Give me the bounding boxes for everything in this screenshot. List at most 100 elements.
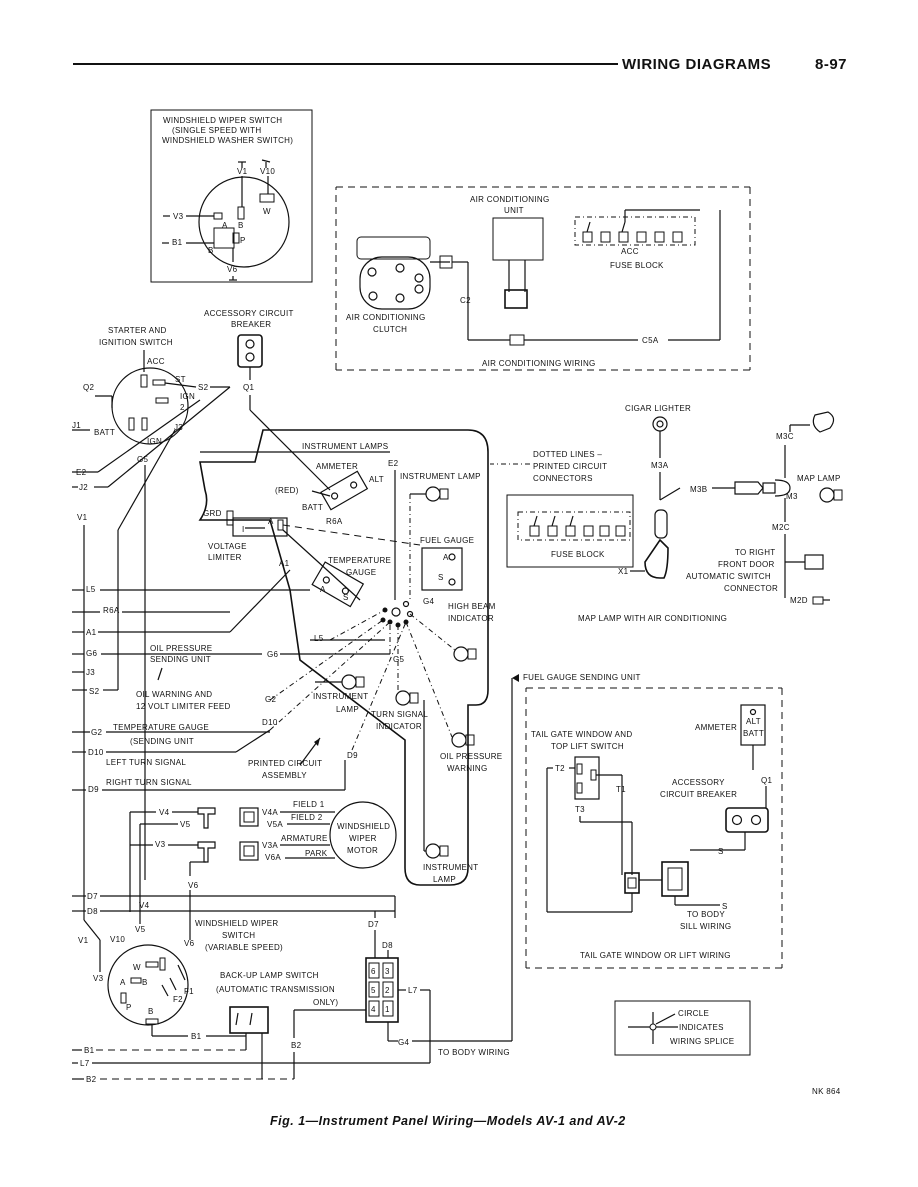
- term-v1: V1: [237, 167, 248, 176]
- splice-legend: CIRCLE INDICATES WIRING SPLICE: [614, 1000, 751, 1056]
- page-header: WIRING DIAGRAMS 8-97: [73, 56, 847, 73]
- map-fuse-block-fuses: [529, 515, 626, 537]
- tg-s2: S: [722, 902, 728, 911]
- high-beam-1: HIGH BEAM: [448, 602, 496, 611]
- left-r6a: R6A: [103, 606, 120, 615]
- tg-switch-1: TAIL GATE WINDOW AND: [531, 730, 632, 739]
- tg-alt: ALT: [746, 717, 761, 726]
- ac-wiring-label: AIR CONDITIONING WIRING: [482, 359, 596, 368]
- wv-title-2: SWITCH: [222, 931, 255, 940]
- ign-g5: G5: [137, 455, 149, 464]
- ammeter-batt: BATT: [302, 503, 323, 512]
- left-v1: V1: [77, 513, 88, 522]
- map-m2d: M2D: [790, 596, 808, 605]
- wv-v5: V5: [135, 925, 146, 934]
- pca-2: ASSEMBLY: [262, 771, 307, 780]
- acc-breaker-title-2: BREAKER: [231, 320, 271, 329]
- fuel-gauge-a: A: [443, 553, 449, 562]
- legend-line-2: INDICATES: [679, 1023, 724, 1032]
- wm-park: PARK: [305, 849, 328, 858]
- map-lamp-section: CIGAR LIGHTER M3A M3B M3C MAP LAMP M3 M2…: [506, 404, 843, 623]
- term-b: B: [238, 221, 244, 230]
- cluster-g5: G5: [393, 655, 405, 664]
- dotted-note-3: CONNECTORS: [533, 474, 593, 483]
- wv-a: A: [120, 978, 126, 987]
- wm-motor-2: WIPER: [349, 834, 377, 843]
- cigar-lighter-label: CIGAR LIGHTER: [625, 404, 691, 413]
- wm-v6a: V6A: [265, 853, 281, 862]
- instrument-lamp-1-label: INSTRUMENT LAMP: [400, 472, 481, 481]
- left-g6: G6: [86, 649, 98, 658]
- wv-v6: V6: [184, 939, 195, 948]
- wiper-motor-section: V4 V5 V3 V6 V4A V5A FIELD 1 FIELD 2 V3A …: [129, 800, 397, 924]
- cluster-a1: A1: [279, 559, 290, 568]
- cluster-e2: E2: [388, 459, 399, 468]
- ign-s2: S2: [198, 383, 209, 392]
- tg-breaker-1: ACCESSORY: [672, 778, 725, 787]
- oil-warn-feed-1: OIL WARNING AND: [136, 690, 212, 699]
- bu-to-body: TO BODY WIRING: [438, 1048, 510, 1057]
- bu-title-3: ONLY): [313, 998, 338, 1007]
- tg-batt: BATT: [743, 729, 764, 738]
- wv-p: P: [126, 1003, 132, 1012]
- ac-clutch-title-2: CLUTCH: [373, 325, 407, 334]
- ignition-title-2: IGNITION SWITCH: [99, 338, 173, 347]
- door-3: AUTOMATIC SWITCH: [686, 572, 771, 581]
- voltage-limiter-2: LIMITER: [208, 553, 242, 562]
- bu-pin-6: 6: [371, 967, 376, 976]
- bu-title-2: (AUTOMATIC TRANSMISSION: [216, 985, 335, 994]
- map-m3c: M3C: [776, 432, 794, 441]
- bu-pin-5: 5: [371, 986, 376, 995]
- turn-signal-1: TURN SIGNAL: [371, 710, 428, 719]
- instrument-cluster: INSTRUMENT LAMPS AMMETER ALT (RED) BATT …: [97, 386, 502, 886]
- left-d7: D7: [87, 892, 98, 901]
- dotted-note-1: DOTTED LINES –: [533, 450, 602, 459]
- term-b1: B1: [172, 238, 183, 247]
- cluster-d9: D9: [347, 751, 358, 760]
- bu-title-1: BACK-UP LAMP SWITCH: [220, 971, 319, 980]
- left-harness: J1 E2 J2 V1 L5 R6A A1 G6 J3 S2 OIL PRESS…: [72, 421, 430, 1084]
- dotted-lines-note: DOTTED LINES – PRINTED CIRCUIT CONNECTOR…: [490, 450, 607, 483]
- wiper-switch-single-speed: WINDSHIELD WIPER SWITCH (SINGLE SPEED WI…: [150, 109, 313, 283]
- ammeter-red: (RED): [275, 486, 299, 495]
- wm-v3: V3: [155, 840, 166, 849]
- right-turn: RIGHT TURN SIGNAL: [106, 778, 192, 787]
- left-j1: J1: [72, 421, 81, 430]
- term-v3: V3: [173, 212, 184, 221]
- section-title: WIRING DIAGRAMS: [622, 56, 771, 73]
- oil-warning-1: OIL PRESSURE: [440, 752, 502, 761]
- tg-switch-2: TOP LIFT SWITCH: [551, 742, 624, 751]
- instrument-lamp-2-2: LAMP: [336, 705, 359, 714]
- left-l7: L7: [80, 1059, 90, 1068]
- ammeter-label: AMMETER: [316, 462, 358, 471]
- wv-f2: F2: [173, 995, 183, 1004]
- left-b2: B2: [86, 1075, 97, 1084]
- bu-b2: B2: [291, 1041, 302, 1050]
- reference-code: NK 864: [812, 1087, 841, 1096]
- ammeter-alt: ALT: [369, 475, 384, 484]
- left-v1b: V1: [78, 936, 89, 945]
- wm-motor-1: WINDSHIELD: [337, 822, 390, 831]
- figure-caption: Fig. 1—Instrument Panel Wiring—Models AV…: [270, 1114, 626, 1128]
- term-v10: V10: [260, 167, 275, 176]
- bu-pins: 6 3 5 2 4 1: [368, 962, 394, 1017]
- oil-sending-2: SENDING UNIT: [150, 655, 211, 664]
- tailgate-section: TAIL GATE WINDOW AND TOP LIFT SWITCH AMM…: [525, 687, 783, 969]
- pc-connector: [380, 600, 414, 628]
- wm-motor-3: MOTOR: [347, 846, 378, 855]
- ac-fuse-block-label: FUSE BLOCK: [610, 261, 664, 270]
- legend-line-1: CIRCLE: [678, 1009, 709, 1018]
- tg-title: TAIL GATE WINDOW OR LIFT WIRING: [580, 951, 731, 960]
- legend-line-3: WIRING SPLICE: [670, 1037, 734, 1046]
- left-j3: J3: [86, 668, 95, 677]
- left-b1: B1: [84, 1046, 95, 1055]
- temp-sending-2: (SENDING UNIT: [130, 737, 194, 746]
- tg-body-1: TO BODY: [687, 910, 725, 919]
- bu-pin-2: 2: [385, 986, 390, 995]
- term-b-lower: B: [208, 246, 214, 255]
- door-1: TO RIGHT: [735, 548, 775, 557]
- tg-s1: S: [718, 847, 724, 856]
- map-m3: M3: [786, 492, 798, 501]
- left-d8: D8: [87, 907, 98, 916]
- cluster-l5: L5: [314, 634, 324, 643]
